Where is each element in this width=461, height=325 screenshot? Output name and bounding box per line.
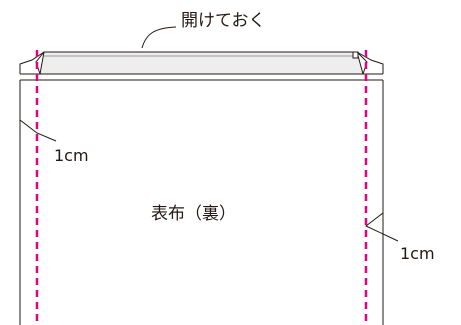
fabric-panel (19, 79, 384, 325)
opening-leader (141, 26, 177, 49)
right-margin-leader (365, 212, 399, 242)
right-margin-label: 1cm (400, 244, 435, 263)
fabric-label: 表布（裏） (151, 204, 236, 224)
opening-label: 開けておく (181, 11, 266, 31)
leader-lines (19, 26, 399, 242)
folded-top-edge (19, 51, 384, 75)
left-margin-leader (19, 119, 57, 142)
left-margin-label: 1cm (54, 146, 89, 165)
seam-lines (35, 50, 368, 325)
